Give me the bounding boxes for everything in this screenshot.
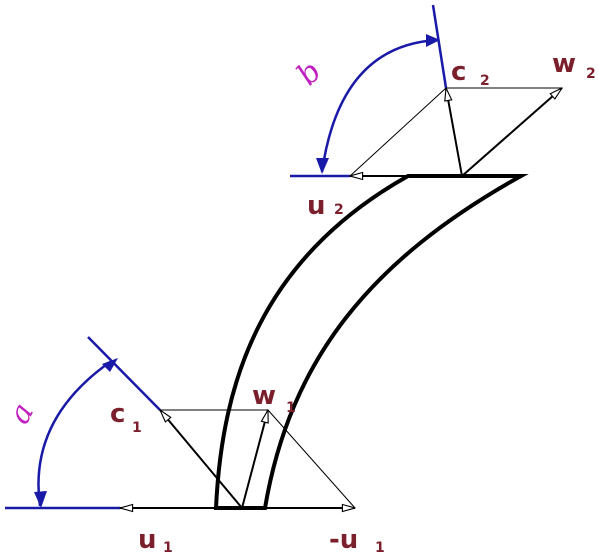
inlet-velocity-triangle bbox=[5, 336, 356, 509]
w1-vector bbox=[241, 410, 269, 509]
blade-outline bbox=[213, 174, 529, 510]
angle-b-arc bbox=[320, 38, 439, 173]
angle-a-arrowhead-bottom bbox=[34, 491, 47, 508]
angle-a-arc bbox=[37, 360, 111, 507]
angle-b-arrowhead-top bbox=[426, 34, 440, 47]
outlet-velocity-triangle bbox=[290, 4, 562, 177]
inlet-construction-diagonal bbox=[267, 409, 356, 509]
outlet-construction-diagonal bbox=[349, 87, 447, 177]
angle-b-arrowhead-bottom bbox=[316, 158, 329, 174]
w2-vector bbox=[461, 88, 562, 177]
inlet-c1-extension bbox=[87, 336, 161, 411]
angle-a-label: a bbox=[2, 397, 41, 429]
angle-a-arrowhead-top bbox=[102, 358, 118, 372]
c2-vector bbox=[446, 88, 463, 177]
blade-profile bbox=[213, 174, 529, 510]
c1-vector bbox=[160, 410, 243, 509]
outlet-c2-extension bbox=[431, 4, 448, 89]
angle-b-label: b bbox=[290, 54, 328, 92]
